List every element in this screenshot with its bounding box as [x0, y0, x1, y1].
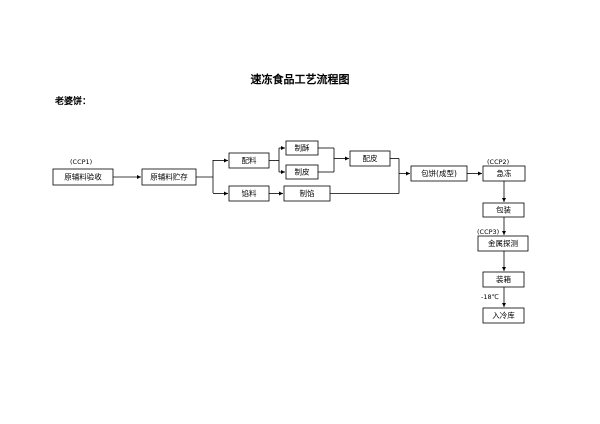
node-raw-receive: 原辅料验收 — [52, 168, 114, 186]
node-wrap: 包饼(成型) — [410, 165, 468, 182]
node-label: 急冻 — [497, 168, 512, 178]
node-label: 配料 — [242, 155, 257, 165]
ccp3-label: (CCP3) — [477, 228, 499, 236]
node-case: 装箱 — [482, 271, 525, 288]
temperature-label: -18℃ — [481, 293, 499, 301]
node-filling: 馅料 — [228, 185, 270, 202]
node-label: 原辅料验收 — [64, 172, 102, 182]
node-label: 制酥 — [295, 143, 310, 153]
node-box — [482, 202, 525, 218]
ccp2-label: (CCP2) — [487, 158, 509, 166]
page-title: 速冻食品工艺流程图 — [251, 72, 350, 86]
node-box — [482, 271, 525, 288]
node-raw-storage: 原辅料贮存 — [141, 168, 197, 186]
node-label: 制皮 — [295, 167, 310, 177]
node-pack: 包装 — [482, 202, 525, 218]
node-label: 配皮 — [363, 153, 378, 163]
node-cold-store: 入冷库 — [482, 307, 525, 324]
node-puff: 制酥 — [285, 140, 319, 156]
node-metal-detect: 金属探测 — [477, 235, 529, 252]
node-label: 装箱 — [496, 274, 511, 284]
ccp1-label: (CCP1) — [70, 158, 92, 166]
node-label: 包饼(成型) — [421, 168, 457, 178]
node-label: 制馅 — [300, 188, 315, 198]
node-label: 金属探测 — [488, 238, 518, 248]
node-label: 原辅料贮存 — [150, 172, 188, 182]
node-box — [482, 307, 525, 324]
node-label: 包装 — [496, 205, 511, 215]
node-label: 入冷库 — [492, 310, 515, 320]
node-mix: 配料 — [228, 152, 270, 169]
node-pair-skin: 配皮 — [349, 150, 391, 167]
product-name: 老婆饼： — [54, 95, 91, 107]
node-make-filling: 制馅 — [283, 185, 331, 202]
node-skin: 制皮 — [285, 164, 319, 180]
node-box — [477, 235, 529, 252]
node-freeze: 急冻 — [482, 165, 526, 182]
node-label: 馅料 — [242, 188, 257, 198]
